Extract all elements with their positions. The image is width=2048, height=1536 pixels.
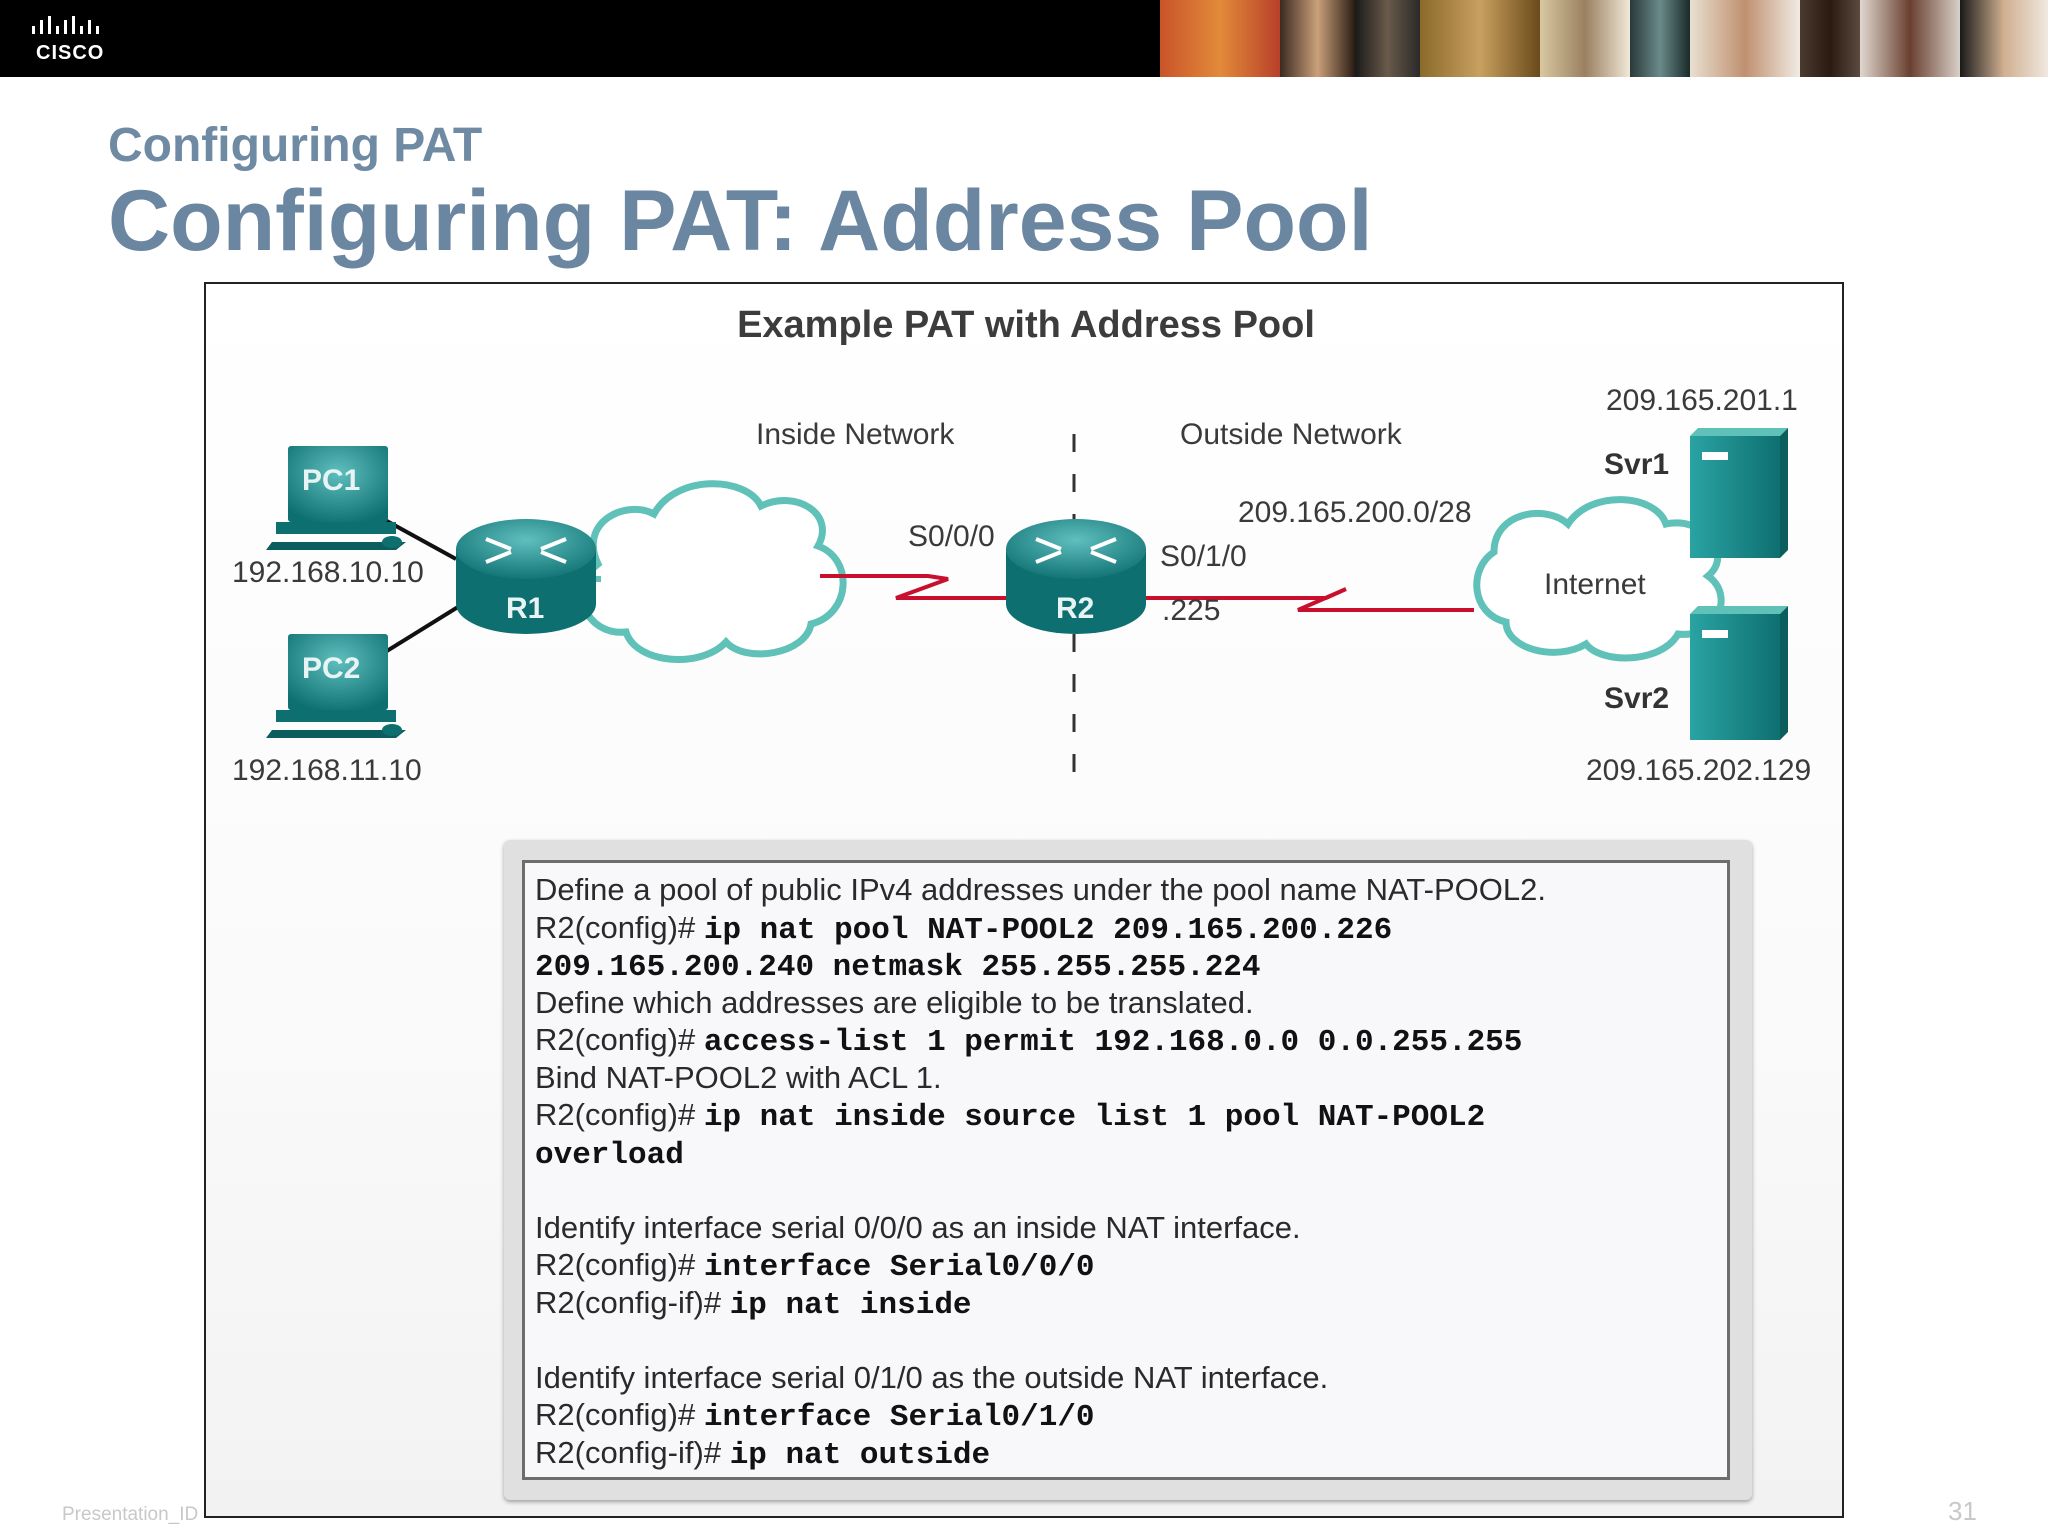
- cmd-desc-inside: Identify interface serial 0/0/0 as an in…: [535, 1209, 1301, 1245]
- cmd-line-outside: R2(config-if)# ip nat outside: [535, 1434, 1717, 1473]
- command-text: access-list 1 permit 192.168.0.0 0.0.255…: [703, 1025, 1523, 1060]
- cmd-desc-acl: Define which addresses are eligible to b…: [535, 984, 1254, 1020]
- serial-link-r1-r2: [820, 574, 1014, 600]
- svr1-ip: 209.165.201.1: [1606, 384, 1798, 417]
- command-text: 209.165.200.240 netmask 255.255.255.224: [535, 950, 1261, 985]
- command-panel: Define a pool of public IPv4 addresses u…: [504, 840, 1752, 1500]
- command-text: ip nat inside: [729, 1287, 972, 1323]
- topology-diagram: [266, 428, 1788, 784]
- r2-host-label: .225: [1162, 594, 1221, 627]
- cmd-line-inside: R2(config-if)# ip nat inside: [535, 1284, 1717, 1323]
- prompt: R2(config)#: [535, 1397, 704, 1432]
- pc1-icon: [266, 446, 406, 550]
- figure-title: Example PAT with Address Pool: [737, 304, 1315, 346]
- command-text: interface Serial0/1/0: [703, 1400, 1095, 1435]
- svr2-server-icon: [1690, 606, 1788, 740]
- link-pc2-r1: [372, 600, 468, 661]
- cmd-line-acl: R2(config)# access-list 1 permit 192.168…: [535, 1021, 1717, 1060]
- cmd-desc-bind: Bind NAT-POOL2 with ACL 1.: [535, 1059, 942, 1095]
- r2-s010-label: S0/1/0: [1160, 540, 1247, 573]
- svr2-name: Svr2: [1604, 682, 1670, 715]
- prompt: R2(config-if)#: [535, 1284, 730, 1320]
- slide-title: Configuring PAT: Address Pool: [108, 173, 1373, 269]
- header-photo-strip: [1160, 0, 2048, 77]
- r1-router-icon: [456, 519, 596, 634]
- inside-cloud-icon: [578, 480, 847, 663]
- link-pc1-r1: [373, 512, 457, 561]
- r1-name: R1: [506, 592, 545, 625]
- inside-network-label: Inside Network: [756, 418, 955, 451]
- cmd-line-inside-if: R2(config)# interface Serial0/0/0: [535, 1246, 1717, 1285]
- cmd-line-pool-cont: 209.165.200.240 netmask 255.255.255.224: [535, 946, 1717, 985]
- r2-name: R2: [1056, 592, 1095, 625]
- prompt: R2(config)#: [535, 1247, 704, 1282]
- cmd-line-outside-if: R2(config)# interface Serial0/1/0: [535, 1396, 1717, 1435]
- cmd-desc-pool: Define a pool of public IPv4 addresses u…: [535, 872, 1546, 907]
- serial-link-r2-internet: [1116, 587, 1474, 612]
- pc2-ip: 192.168.11.10: [232, 754, 422, 787]
- svr1-server-icon: [1690, 428, 1788, 558]
- spacer: [535, 1321, 1717, 1359]
- pc2-icon: [266, 634, 406, 738]
- cmd-line-bind: R2(config)# ip nat inside source list 1 …: [535, 1096, 1717, 1135]
- network-figure: Example PAT with Address Pool: [204, 282, 1844, 1518]
- r2-router-icon: [1006, 519, 1146, 634]
- command-box: Define a pool of public IPv4 addresses u…: [522, 860, 1730, 1480]
- pc1-name: PC1: [302, 464, 361, 497]
- pc2-name: PC2: [302, 652, 361, 685]
- prompt: R2(config)#: [535, 909, 704, 945]
- internet-label: Internet: [1544, 568, 1646, 601]
- cmd-desc-outside: Identify interface serial 0/1/0 as the o…: [535, 1359, 1329, 1395]
- slide-subtitle: Configuring PAT: [108, 119, 483, 172]
- cmd-line-pool: R2(config)# ip nat pool NAT-POOL2 209.16…: [535, 909, 1717, 948]
- svr2-ip: 209.165.202.129: [1586, 754, 1812, 787]
- footer-presentation-id: Presentation_ID: [62, 1504, 199, 1525]
- spacer: [535, 1171, 1717, 1209]
- command-text: ip nat pool NAT-POOL2 209.165.200.226: [703, 912, 1393, 948]
- pc1-ip: 192.168.10.10: [232, 556, 424, 589]
- page-number: 31: [1948, 1496, 1977, 1526]
- outside-network-label: Outside Network: [1180, 418, 1402, 451]
- svr1-name: Svr1: [1604, 448, 1670, 481]
- r2-s000-label: S0/0/0: [908, 520, 995, 553]
- prompt: R2(config)#: [535, 1097, 704, 1132]
- command-text: ip nat inside source list 1 pool NAT-POO…: [703, 1100, 1486, 1135]
- command-text: interface Serial0/0/0: [703, 1250, 1095, 1285]
- command-text: ip nat outside: [729, 1437, 991, 1473]
- internet-cloud-icon: [1473, 496, 1725, 662]
- header-bar: CISCO: [0, 0, 2048, 77]
- command-text: overload: [535, 1137, 684, 1173]
- prompt: R2(config-if)#: [535, 1434, 730, 1470]
- cisco-logo: CISCO: [30, 12, 120, 67]
- cmd-line-bind-cont: overload: [535, 1134, 1717, 1173]
- cisco-wordmark: CISCO: [36, 42, 105, 64]
- cisco-bars-icon: [32, 16, 99, 34]
- outside-subnet-label: 209.165.200.0/28: [1238, 496, 1472, 529]
- prompt: R2(config)#: [535, 1022, 704, 1057]
